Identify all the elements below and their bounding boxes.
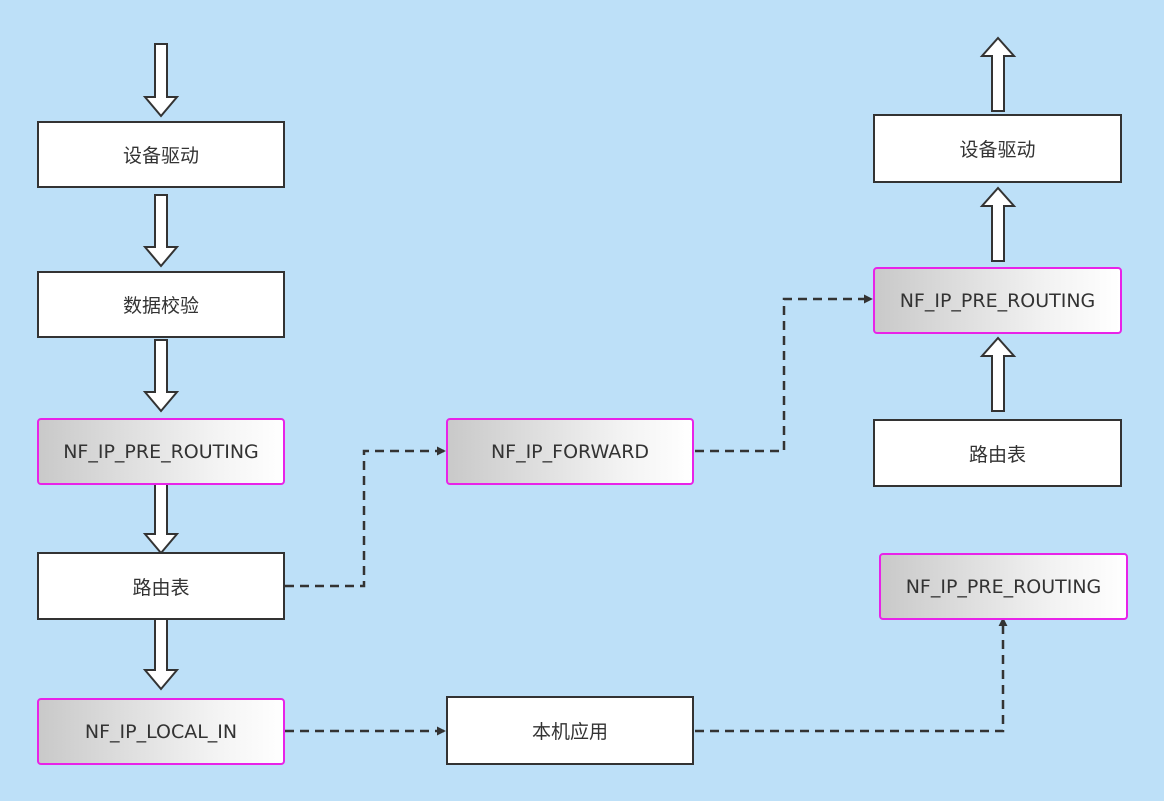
- node-pre-routing-out: NF_IP_PRE_ROUTING: [873, 267, 1122, 334]
- hollow-arrow-up: [979, 186, 1017, 262]
- node-local-in: NF_IP_LOCAL_IN: [37, 698, 285, 765]
- node-routing-table-in: 路由表: [37, 552, 285, 620]
- node-checksum: 数据校验: [37, 271, 285, 338]
- hollow-arrow-down: [142, 194, 180, 268]
- hollow-arrow-down: [142, 339, 180, 413]
- hollow-arrow-down: [142, 43, 180, 118]
- hollow-arrow-down: [142, 483, 180, 555]
- dashed-arrow-route-to-forward: [285, 446, 446, 588]
- node-local-app: 本机应用: [446, 696, 694, 765]
- node-routing-table-out: 路由表: [873, 419, 1122, 487]
- node-device-driver-in: 设备驱动: [37, 121, 285, 188]
- hollow-arrow-up: [979, 36, 1017, 112]
- node-forward: NF_IP_FORWARD: [446, 418, 694, 485]
- dashed-arrow-forward-to-out: [695, 294, 873, 453]
- node-device-driver-out: 设备驱动: [873, 114, 1122, 183]
- hollow-arrow-up: [979, 336, 1017, 412]
- node-pre-routing-local: NF_IP_PRE_ROUTING: [879, 553, 1128, 620]
- hollow-arrow-down: [142, 617, 180, 691]
- node-pre-routing-in: NF_IP_PRE_ROUTING: [37, 418, 285, 485]
- dashed-arrow-app-to-out: [695, 617, 1008, 733]
